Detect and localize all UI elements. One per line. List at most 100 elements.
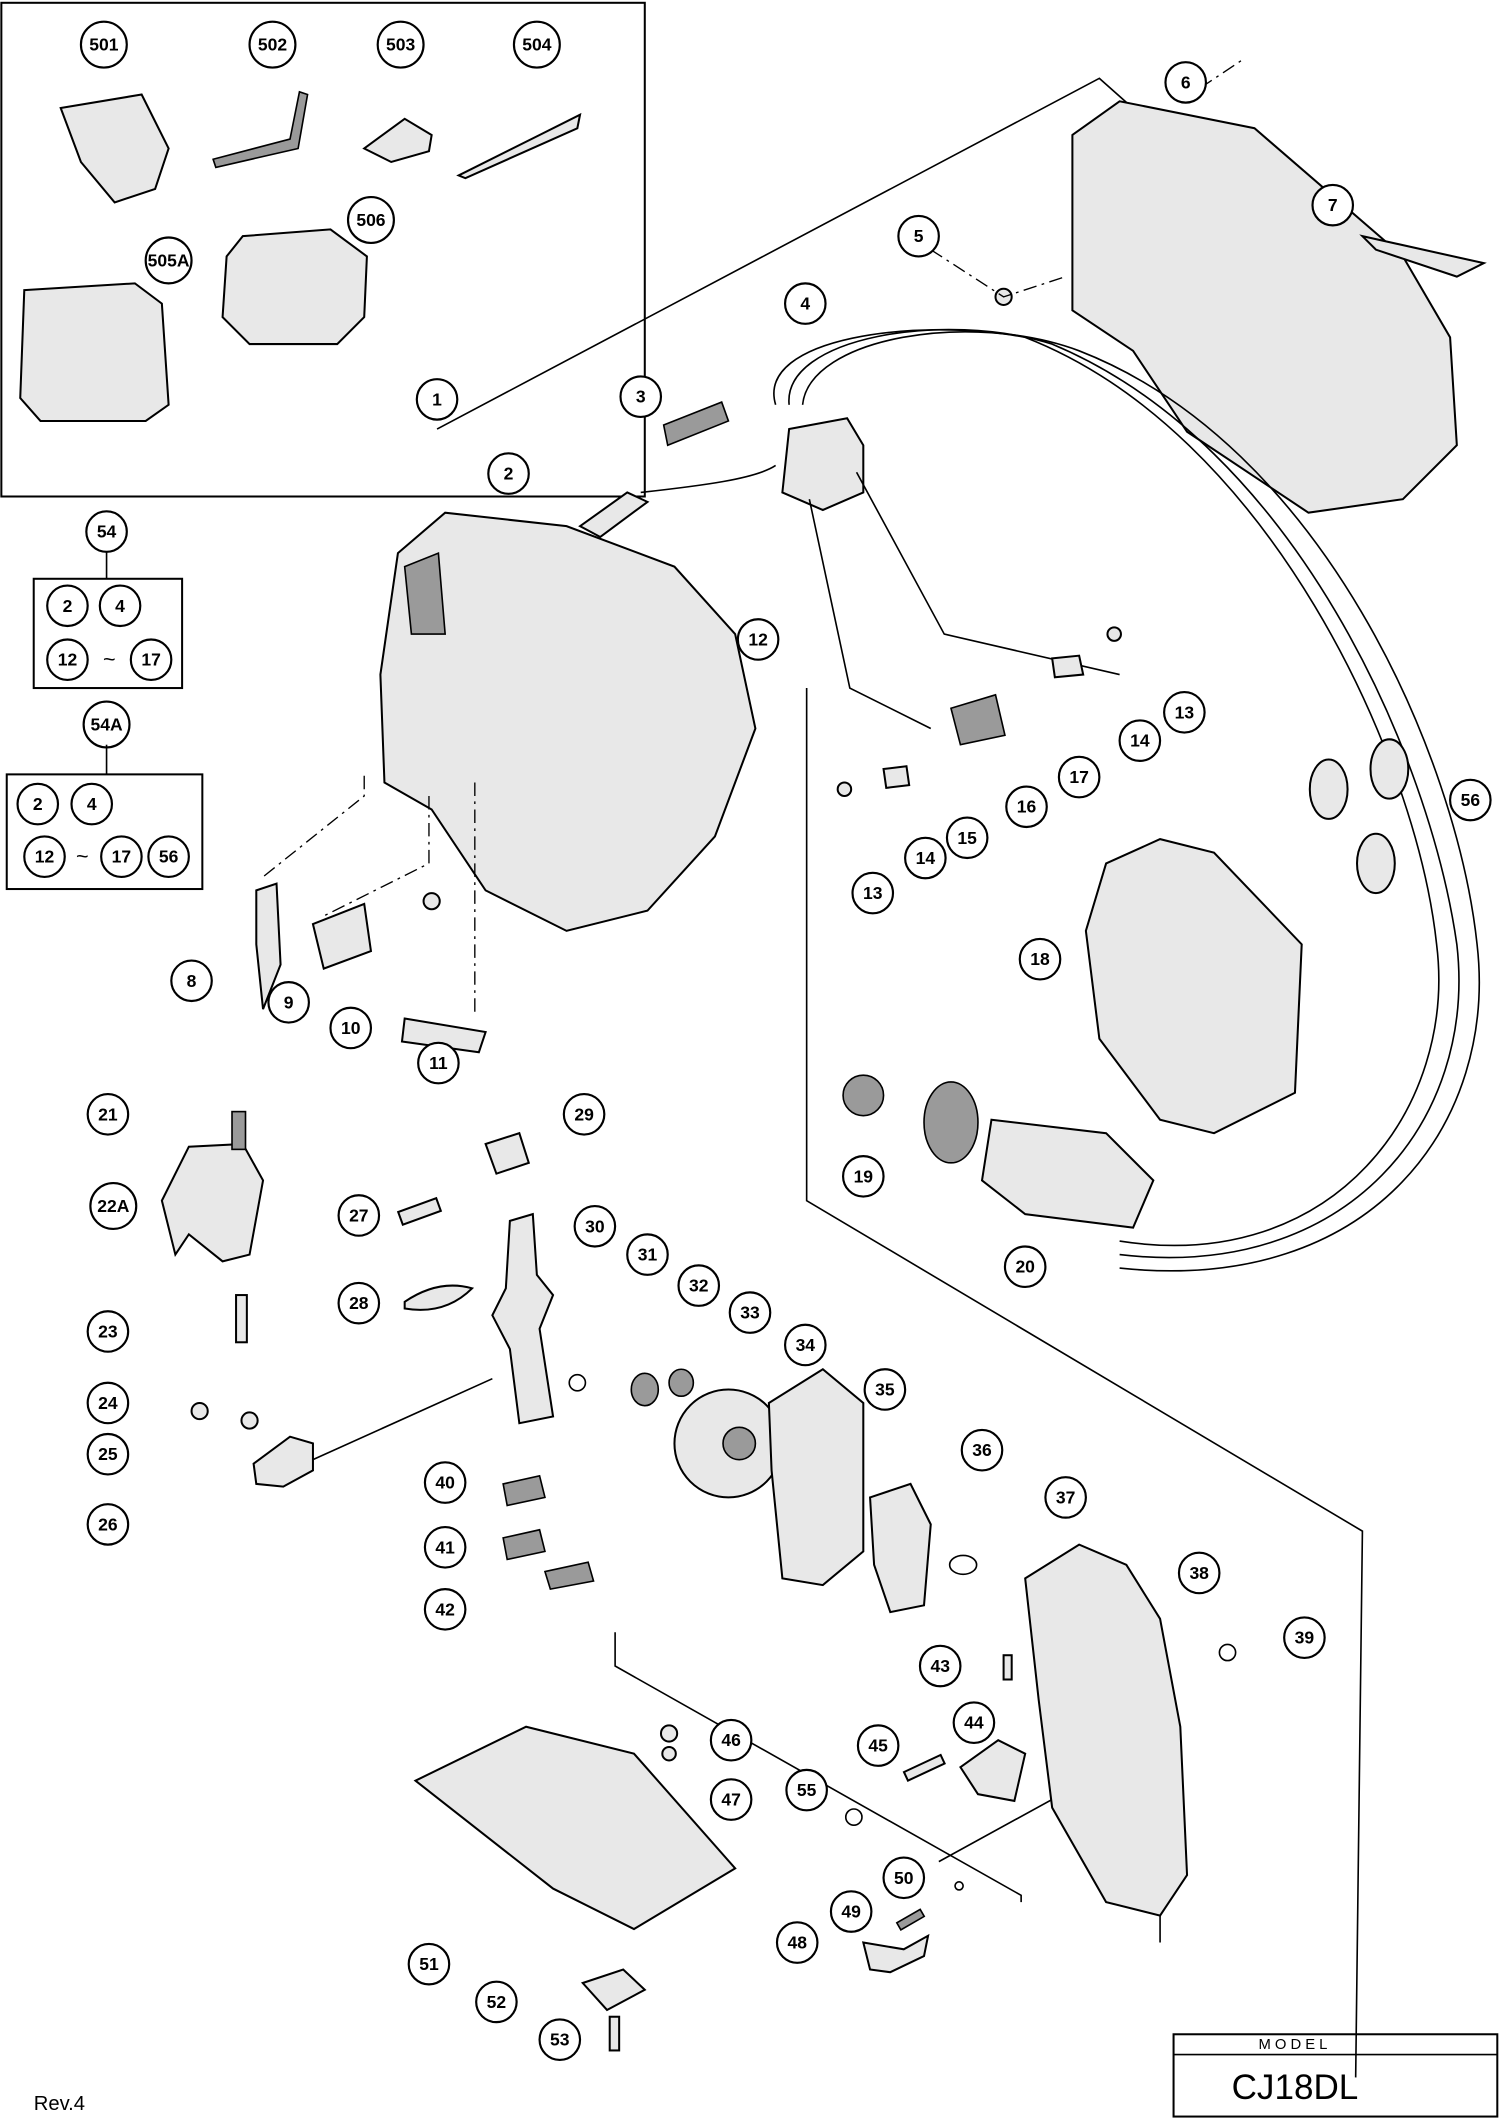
callout-48: 48 (775, 1921, 819, 1964)
callout-number: 29 (574, 1104, 594, 1124)
callout-9: 9 (267, 981, 310, 1024)
callout-26: 26 (86, 1503, 130, 1546)
range-symbol: ~ (103, 646, 116, 671)
callout-34: 34 (783, 1323, 827, 1367)
callout-13: 13 (1163, 691, 1206, 734)
callout-44: 44 (952, 1701, 996, 1744)
callout-circle (129, 638, 173, 682)
callout-number: 17 (141, 650, 160, 670)
callout-circle (538, 2018, 582, 2061)
callout-circle (728, 1291, 772, 1334)
callout-14: 14 (904, 836, 947, 880)
callout-circle (407, 1942, 451, 1986)
callout-number: 14 (1130, 731, 1150, 751)
callout-number: 43 (930, 1656, 950, 1676)
callout-number: 54A (90, 714, 122, 734)
part-16-brush-holder (950, 693, 1006, 746)
callout-number: 25 (98, 1444, 118, 1464)
callout-circle (960, 1428, 1004, 1472)
callout-circle (1118, 719, 1162, 762)
part-3-terminal (662, 401, 730, 447)
callout-number: 41 (435, 1537, 455, 1557)
callout-circle (904, 836, 947, 880)
callout-number: 38 (1189, 1563, 1209, 1583)
callout-20: 20 (1003, 1245, 1047, 1289)
callout-circle (677, 1264, 721, 1307)
callout-27: 27 (337, 1194, 381, 1237)
part-36-plate (868, 1482, 932, 1614)
callout-number: 501 (89, 35, 118, 55)
callout-number: 4 (800, 294, 810, 314)
callout-38: 38 (1177, 1551, 1221, 1595)
callout-49: 49 (829, 1890, 873, 1933)
part-9 (311, 902, 373, 970)
part-51-base (413, 1725, 737, 1931)
callout-55: 55 (785, 1768, 828, 1812)
callout-number: 503 (386, 35, 415, 55)
callout-503: 503 (376, 20, 425, 69)
callout-39: 39 (1283, 1616, 1326, 1660)
callout-4: 4 (70, 782, 114, 826)
callout-circle (46, 638, 89, 682)
revision-label: Rev.4 (34, 2093, 85, 2115)
callout-circle (1449, 778, 1492, 822)
callout-33: 33 (728, 1291, 772, 1334)
callout-number: 9 (284, 992, 294, 1012)
callout-number: 35 (875, 1379, 895, 1399)
callout-number: 12 (35, 847, 55, 867)
callout-52: 52 (475, 1980, 518, 2024)
callout-number: 506 (356, 210, 385, 230)
callout-number: 6 (1181, 72, 1191, 92)
callout-41: 41 (423, 1525, 467, 1569)
model-box: MODEL CJ18DL (1172, 2033, 1499, 2118)
callout-circle (170, 959, 213, 1003)
callout-circle (1057, 755, 1101, 799)
callout-circle (897, 214, 940, 258)
callout-circle (512, 20, 561, 69)
callout-circle (783, 282, 827, 325)
callout-number: 4 (87, 794, 97, 814)
callout-circle (1283, 1616, 1326, 1660)
part-56-ferrite (1308, 758, 1349, 820)
callout-54A: 54A (82, 700, 131, 749)
callout-number: 17 (1069, 767, 1088, 787)
callout-6: 6 (1164, 61, 1208, 104)
callout-4: 4 (98, 584, 142, 628)
callout-number: 27 (349, 1205, 368, 1225)
callout-circle (918, 1644, 962, 1688)
callout-46: 46 (709, 1718, 753, 1762)
callout-31: 31 (626, 1233, 669, 1276)
callout-number: 28 (349, 1293, 369, 1313)
callout-29: 29 (562, 1092, 606, 1136)
callout-circle (23, 835, 66, 878)
callout-number: 8 (187, 971, 197, 991)
callout-number: 12 (58, 650, 78, 670)
callout-number: 33 (740, 1303, 760, 1323)
callout-number: 2 (504, 464, 514, 484)
callout-circle (573, 1204, 617, 1248)
callout-circle (1044, 1476, 1087, 1519)
callout-circle (423, 1588, 467, 1631)
part-18-battery (1084, 838, 1303, 1135)
callout-10: 10 (329, 1006, 373, 1050)
callout-number: 22A (97, 1196, 129, 1216)
callout-circle (856, 1724, 900, 1767)
callout-circle (248, 20, 297, 69)
callout-number: 26 (98, 1514, 118, 1534)
callout-number: 46 (721, 1730, 741, 1750)
callout-30: 30 (573, 1204, 617, 1248)
callout-number: 11 (429, 1053, 448, 1073)
callout-number: 19 (854, 1166, 874, 1186)
callout-43: 43 (918, 1644, 962, 1688)
model-name: CJ18DL (1232, 2068, 1359, 2107)
callout-number: 13 (1175, 702, 1195, 722)
callout-circle (1164, 61, 1208, 104)
callout-5: 5 (897, 214, 940, 258)
callout-number: 31 (638, 1245, 658, 1265)
callout-56: 56 (1449, 778, 1492, 822)
callout-3: 3 (619, 375, 663, 418)
callout-number: 502 (258, 35, 287, 55)
